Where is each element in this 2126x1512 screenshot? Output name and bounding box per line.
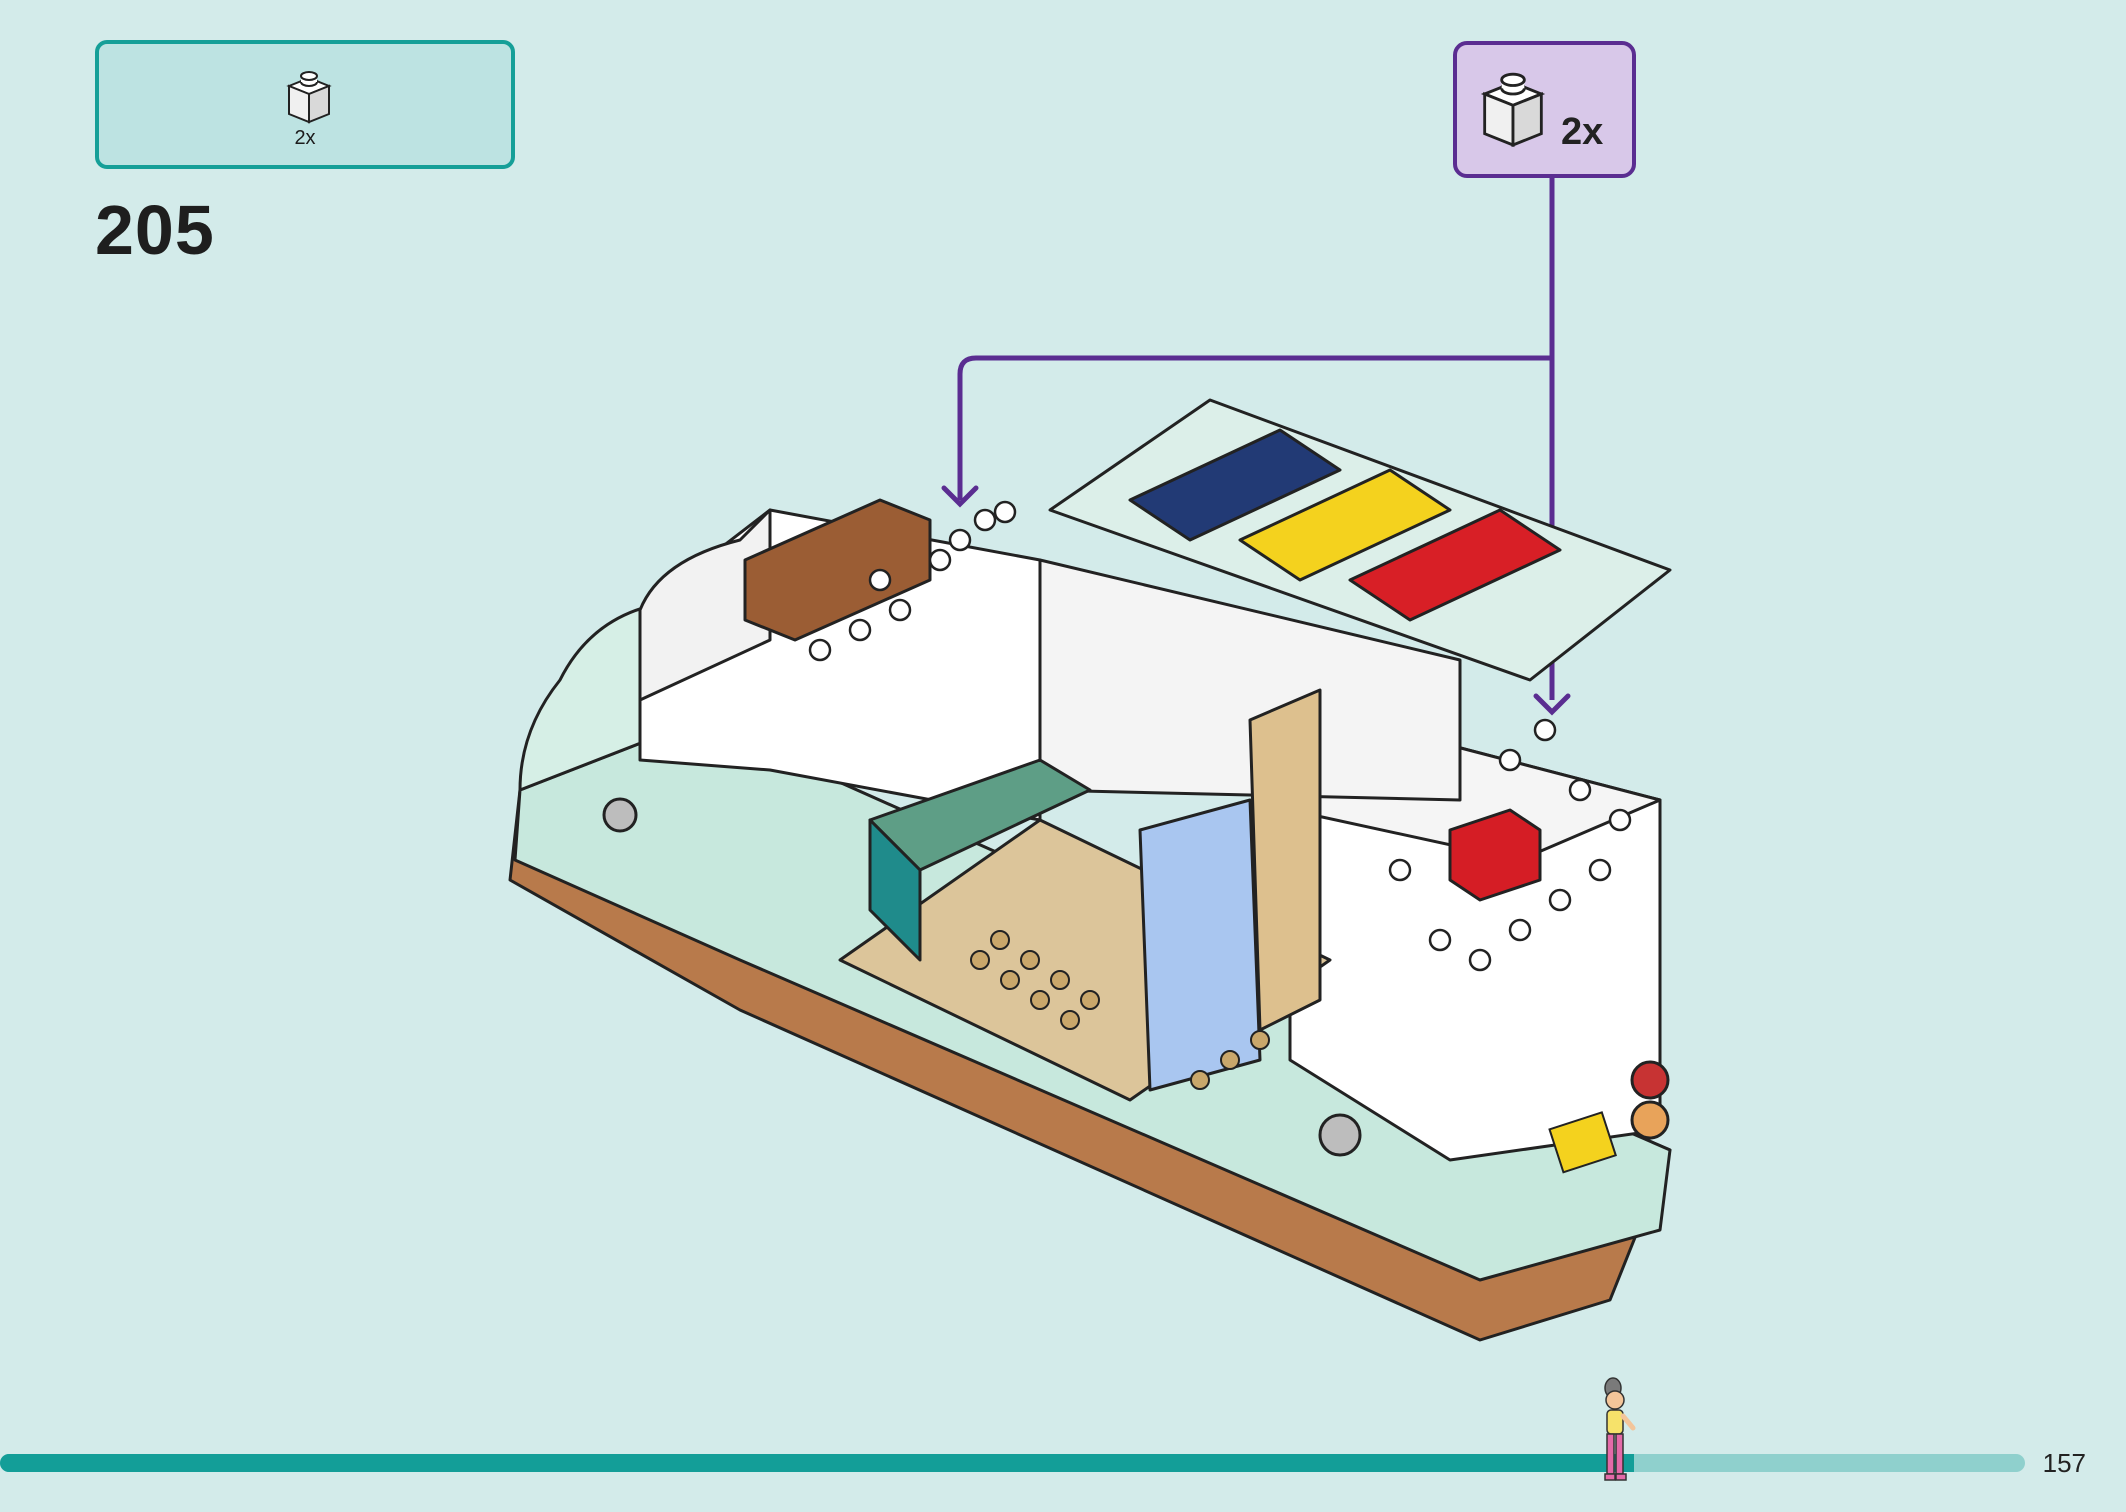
white-brick-icon — [286, 71, 332, 124]
progress-fill — [0, 1454, 1635, 1472]
wheels — [602, 797, 1670, 1157]
license-plate — [1548, 1111, 1617, 1174]
arrow-heads — [941, 485, 1571, 716]
callout-parts-box: 2x — [1453, 41, 1636, 178]
white-brick-icon — [1480, 72, 1546, 148]
parts-list-box: 2x — [95, 40, 515, 169]
van-body — [508, 398, 1672, 1342]
studs — [808, 500, 1632, 972]
page-number: 157 — [2042, 1448, 2086, 1478]
parts-quantity: 2x — [294, 127, 316, 149]
minifigure-icon — [1604, 1377, 1636, 1481]
progress-bar — [0, 1454, 2025, 1472]
floor-studs — [970, 930, 1270, 1090]
callout-quantity: 2x — [1561, 111, 1604, 153]
step-number: 205 — [95, 191, 215, 269]
